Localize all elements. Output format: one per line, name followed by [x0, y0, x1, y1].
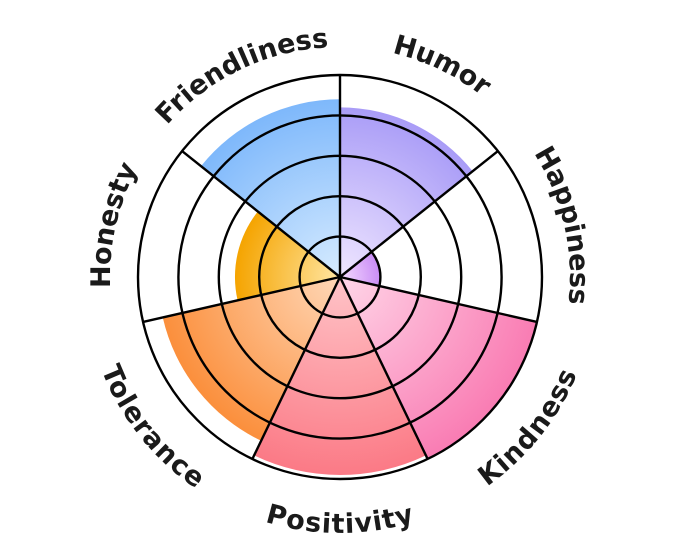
sector-positivity — [254, 277, 426, 475]
grid-spoke — [339, 275, 538, 324]
grid-spoke — [142, 275, 341, 324]
sector-happiness — [340, 251, 381, 286]
label-positivity: Positivity — [263, 498, 417, 539]
label-honesty: Honesty — [85, 157, 143, 289]
sector-humor — [340, 107, 473, 277]
grid-spoke — [251, 276, 342, 460]
grid-spoke — [181, 150, 341, 278]
sector-friendliness — [201, 99, 340, 278]
grid-spoke — [338, 276, 429, 460]
grid-spoke — [339, 150, 499, 278]
sector-honesty — [234, 211, 340, 301]
label-humor: Humor — [390, 29, 497, 102]
label-happiness: Happiness — [528, 141, 594, 307]
